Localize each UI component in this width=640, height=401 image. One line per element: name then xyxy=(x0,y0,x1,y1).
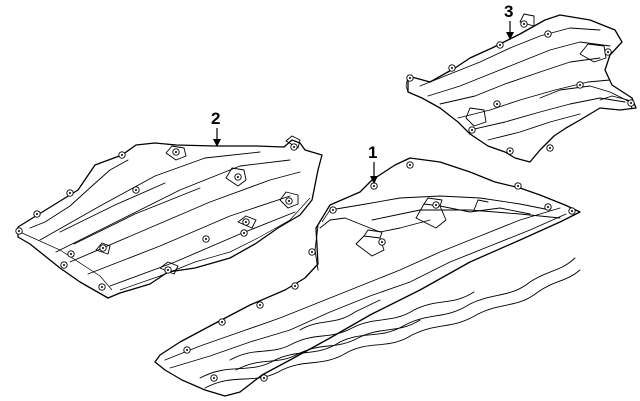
callout-label-2: 2 xyxy=(211,109,220,128)
callout-3: 3 xyxy=(504,2,514,40)
underbody-shield-part-2 xyxy=(15,135,323,299)
callout-1: 1 xyxy=(368,143,378,184)
underbody-shield-part-3 xyxy=(405,13,637,163)
underbody-shield-part-1 xyxy=(154,157,581,397)
fastener-icons-part-3 xyxy=(406,20,635,155)
fastener-icons-part-1 xyxy=(183,161,576,382)
callout-label-1: 1 xyxy=(368,143,377,162)
callout-2: 2 xyxy=(211,109,221,147)
callout-label-3: 3 xyxy=(504,2,513,21)
fastener-icons-part-2 xyxy=(15,143,298,291)
